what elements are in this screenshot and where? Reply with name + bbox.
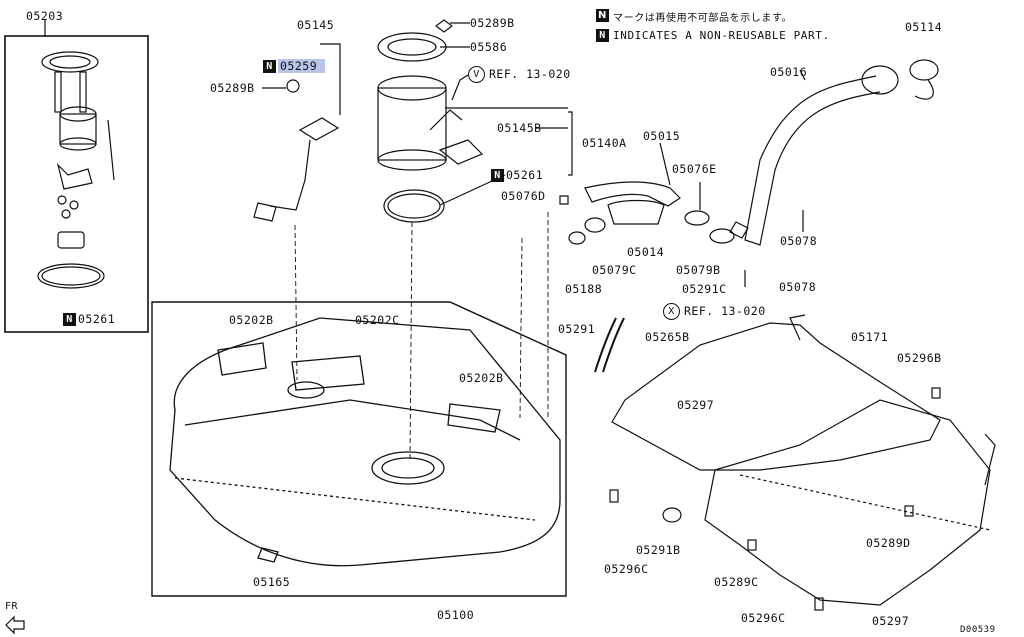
front-arrow-icon: [5, 615, 25, 635]
sender-unit-drawing: [253, 43, 341, 222]
part-label-05079b[interactable]: 05079B: [676, 263, 721, 277]
ref-x-marker: X: [663, 303, 680, 320]
part-label-05291[interactable]: 05291: [558, 322, 596, 336]
nonreusable-marker-icon: N: [596, 29, 609, 42]
leader-ref-v: [451, 74, 469, 101]
part-label-05078-a[interactable]: 05078: [780, 234, 818, 248]
part-label-05297-b[interactable]: 05297: [872, 614, 910, 628]
pump-module-drawing: [37, 51, 115, 289]
diagram-code: D00539: [960, 625, 996, 635]
heat-protector-drawing: [611, 314, 996, 606]
ref-v-text: REF. 13-020: [489, 67, 571, 81]
dashed-guides: [294, 212, 549, 461]
part-label-05296c-a[interactable]: 05296C: [604, 562, 649, 576]
note-en-text: INDICATES A NON-REUSABLE PART.: [613, 29, 830, 42]
nonreusable-marker-icon: N: [263, 60, 276, 73]
part-label-05016[interactable]: 05016: [770, 65, 808, 79]
part-label-05078-b[interactable]: 05078: [779, 280, 817, 294]
part-number-05259: 05259: [278, 59, 326, 73]
part-label-05079c[interactable]: 05079C: [592, 263, 637, 277]
fuel-tank-box: [151, 301, 567, 597]
part-label-05289d[interactable]: 05289D: [866, 536, 911, 550]
part-label-05202b-b[interactable]: 05202B: [459, 371, 504, 385]
filler-pipe-drawing: [559, 59, 939, 373]
fuel-tank-drawing: [169, 317, 561, 567]
part-label-05188[interactable]: 05188: [565, 282, 603, 296]
leader-05015: [659, 142, 671, 186]
part-label-05165[interactable]: 05165: [253, 575, 291, 589]
fuel-pump-assembly-drawing: [377, 19, 484, 223]
nonreusable-marker-icon: N: [491, 169, 504, 182]
fasteners-drawing: [609, 387, 941, 611]
part-label-05289b-top[interactable]: 05289B: [470, 16, 515, 30]
part-label-05289c[interactable]: 05289C: [714, 575, 759, 589]
note-jp-text: マークは再使用不可部品を示します。: [613, 13, 793, 24]
part-label-05140a[interactable]: 05140A: [582, 136, 627, 150]
nonreusable-note-jp: N マークは再使用不可部品を示します。: [596, 9, 792, 24]
part-label-05171[interactable]: 05171: [851, 330, 889, 344]
part-label-05291c[interactable]: 05291C: [682, 282, 727, 296]
part-label-05297-a[interactable]: 05297: [677, 398, 715, 412]
leader-05016: [799, 69, 806, 81]
part-label-05145b[interactable]: 05145B: [497, 121, 542, 135]
front-direction-label: FR: [5, 601, 19, 612]
bracket-05140a: [568, 111, 573, 176]
part-label-05202b-a[interactable]: 05202B: [229, 313, 274, 327]
nonreusable-marker-icon: N: [596, 9, 609, 22]
ref-x-callout[interactable]: X REF. 13-020: [663, 303, 766, 320]
part-label-05076d[interactable]: 05076D: [501, 189, 546, 203]
part-label-05145[interactable]: 05145: [297, 18, 335, 32]
part-number-05261-mid: 05261: [506, 168, 544, 182]
part-label-05296b[interactable]: 05296B: [897, 351, 942, 365]
part-number-05261-left: 05261: [78, 312, 116, 326]
part-label-05202c[interactable]: 05202C: [355, 313, 400, 327]
part-label-05014[interactable]: 05014: [627, 245, 665, 259]
part-label-05076e[interactable]: 05076E: [672, 162, 717, 176]
spacer: [840, 23, 880, 60]
part-label-05289b-left[interactable]: 05289B: [210, 81, 255, 95]
part-label-05114[interactable]: 05114: [905, 20, 943, 34]
part-label-05586[interactable]: 05586: [470, 40, 508, 54]
part-label-05015[interactable]: 05015: [643, 129, 681, 143]
ref-v-callout[interactable]: V REF. 13-020: [468, 66, 571, 83]
nonreusable-marker-icon: N: [63, 313, 76, 326]
ref-v-marker: V: [468, 66, 485, 83]
pump-module-detail-box: [4, 35, 149, 333]
part-label-05296c-b[interactable]: 05296C: [741, 611, 786, 625]
nonreusable-note-en: N INDICATES A NON-REUSABLE PART.: [596, 29, 830, 42]
ref-x-text: REF. 13-020: [684, 304, 766, 318]
part-label-05100[interactable]: 05100: [437, 608, 475, 622]
part-label-05291b[interactable]: 05291B: [636, 543, 681, 557]
part-label-05203[interactable]: 05203: [26, 9, 64, 23]
part-label-05265b[interactable]: 05265B: [645, 330, 690, 344]
